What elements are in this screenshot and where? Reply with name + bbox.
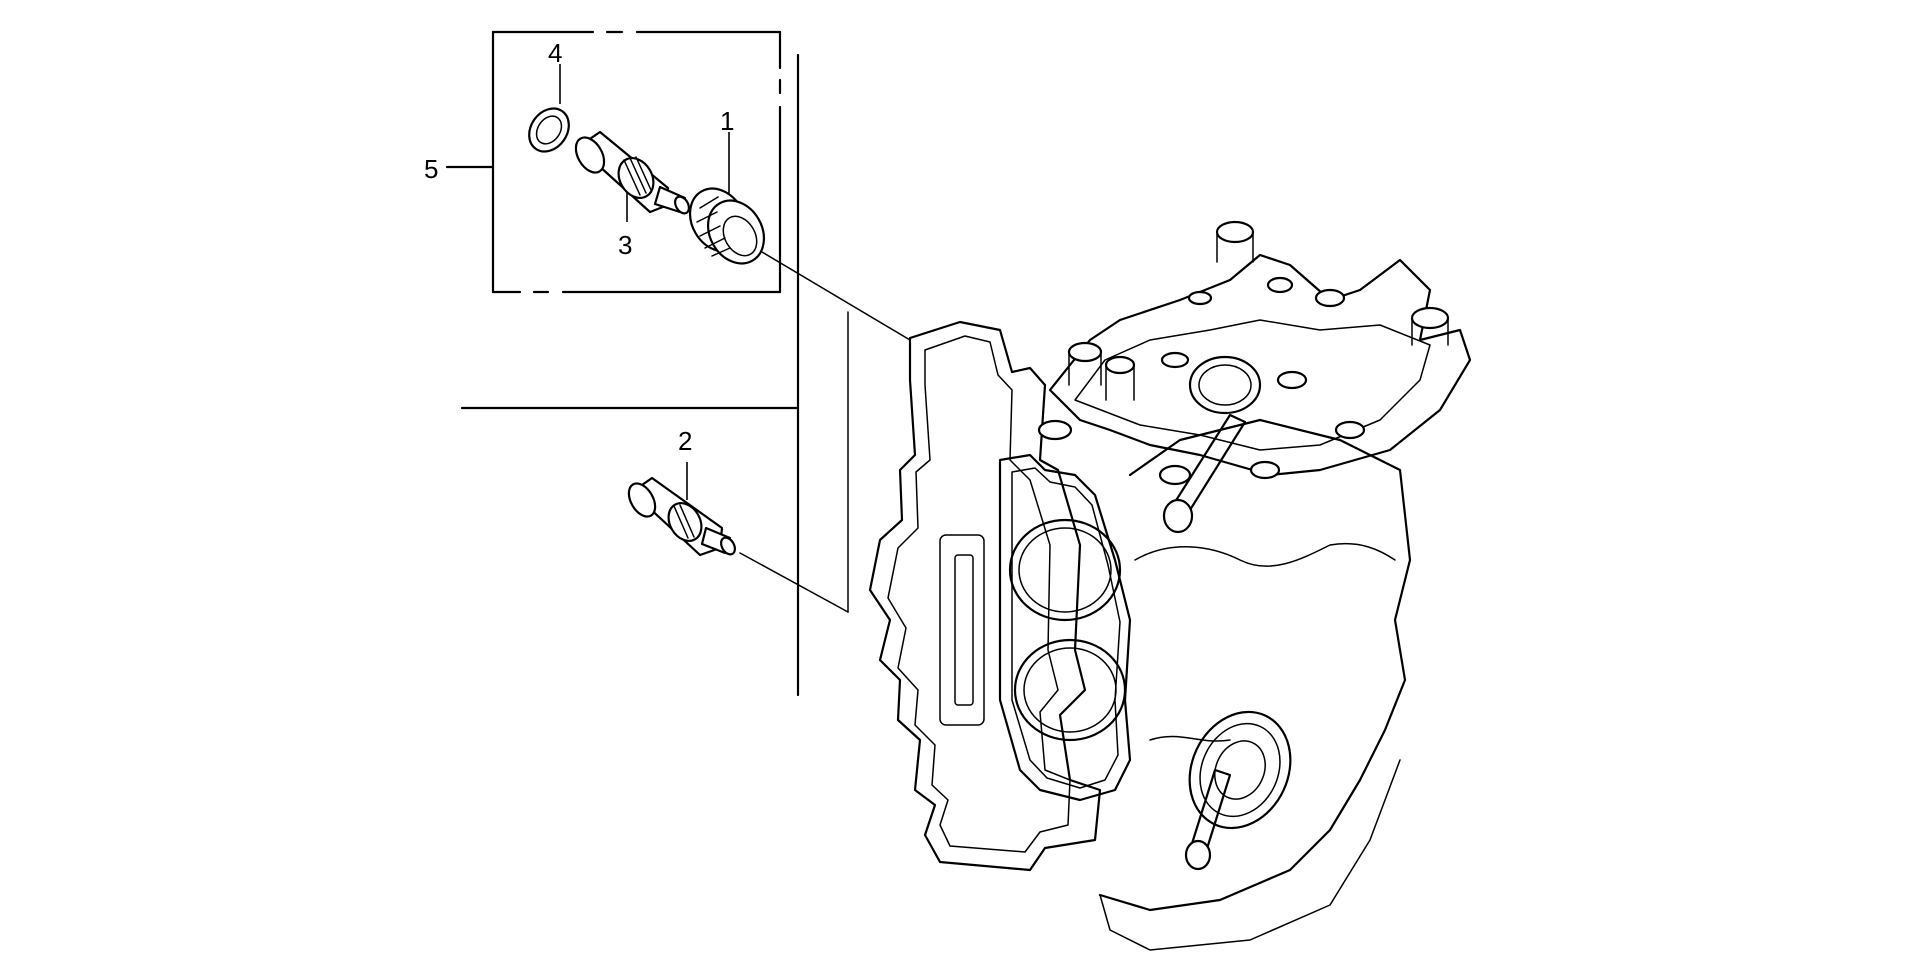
leader-lines xyxy=(559,64,911,613)
bearing-icon xyxy=(688,187,766,265)
bracket-lines xyxy=(445,53,849,697)
engine-block-icon xyxy=(868,220,1472,951)
shaft-icon xyxy=(627,476,736,557)
callout-1: 1 xyxy=(720,106,735,136)
callout-4: 4 xyxy=(548,38,563,68)
round-cover xyxy=(1184,710,1292,871)
shaft-assembly-icon xyxy=(574,130,690,215)
bearing-to-block-line xyxy=(761,251,911,341)
callout-2: 2 xyxy=(678,426,693,456)
callout-3: 3 xyxy=(618,230,633,260)
shaft-to-block-line xyxy=(739,552,849,613)
callout-5: 5 xyxy=(424,154,439,184)
top-posts xyxy=(1037,220,1450,486)
kit-box xyxy=(491,30,782,294)
seal-ring-icon xyxy=(528,107,570,153)
